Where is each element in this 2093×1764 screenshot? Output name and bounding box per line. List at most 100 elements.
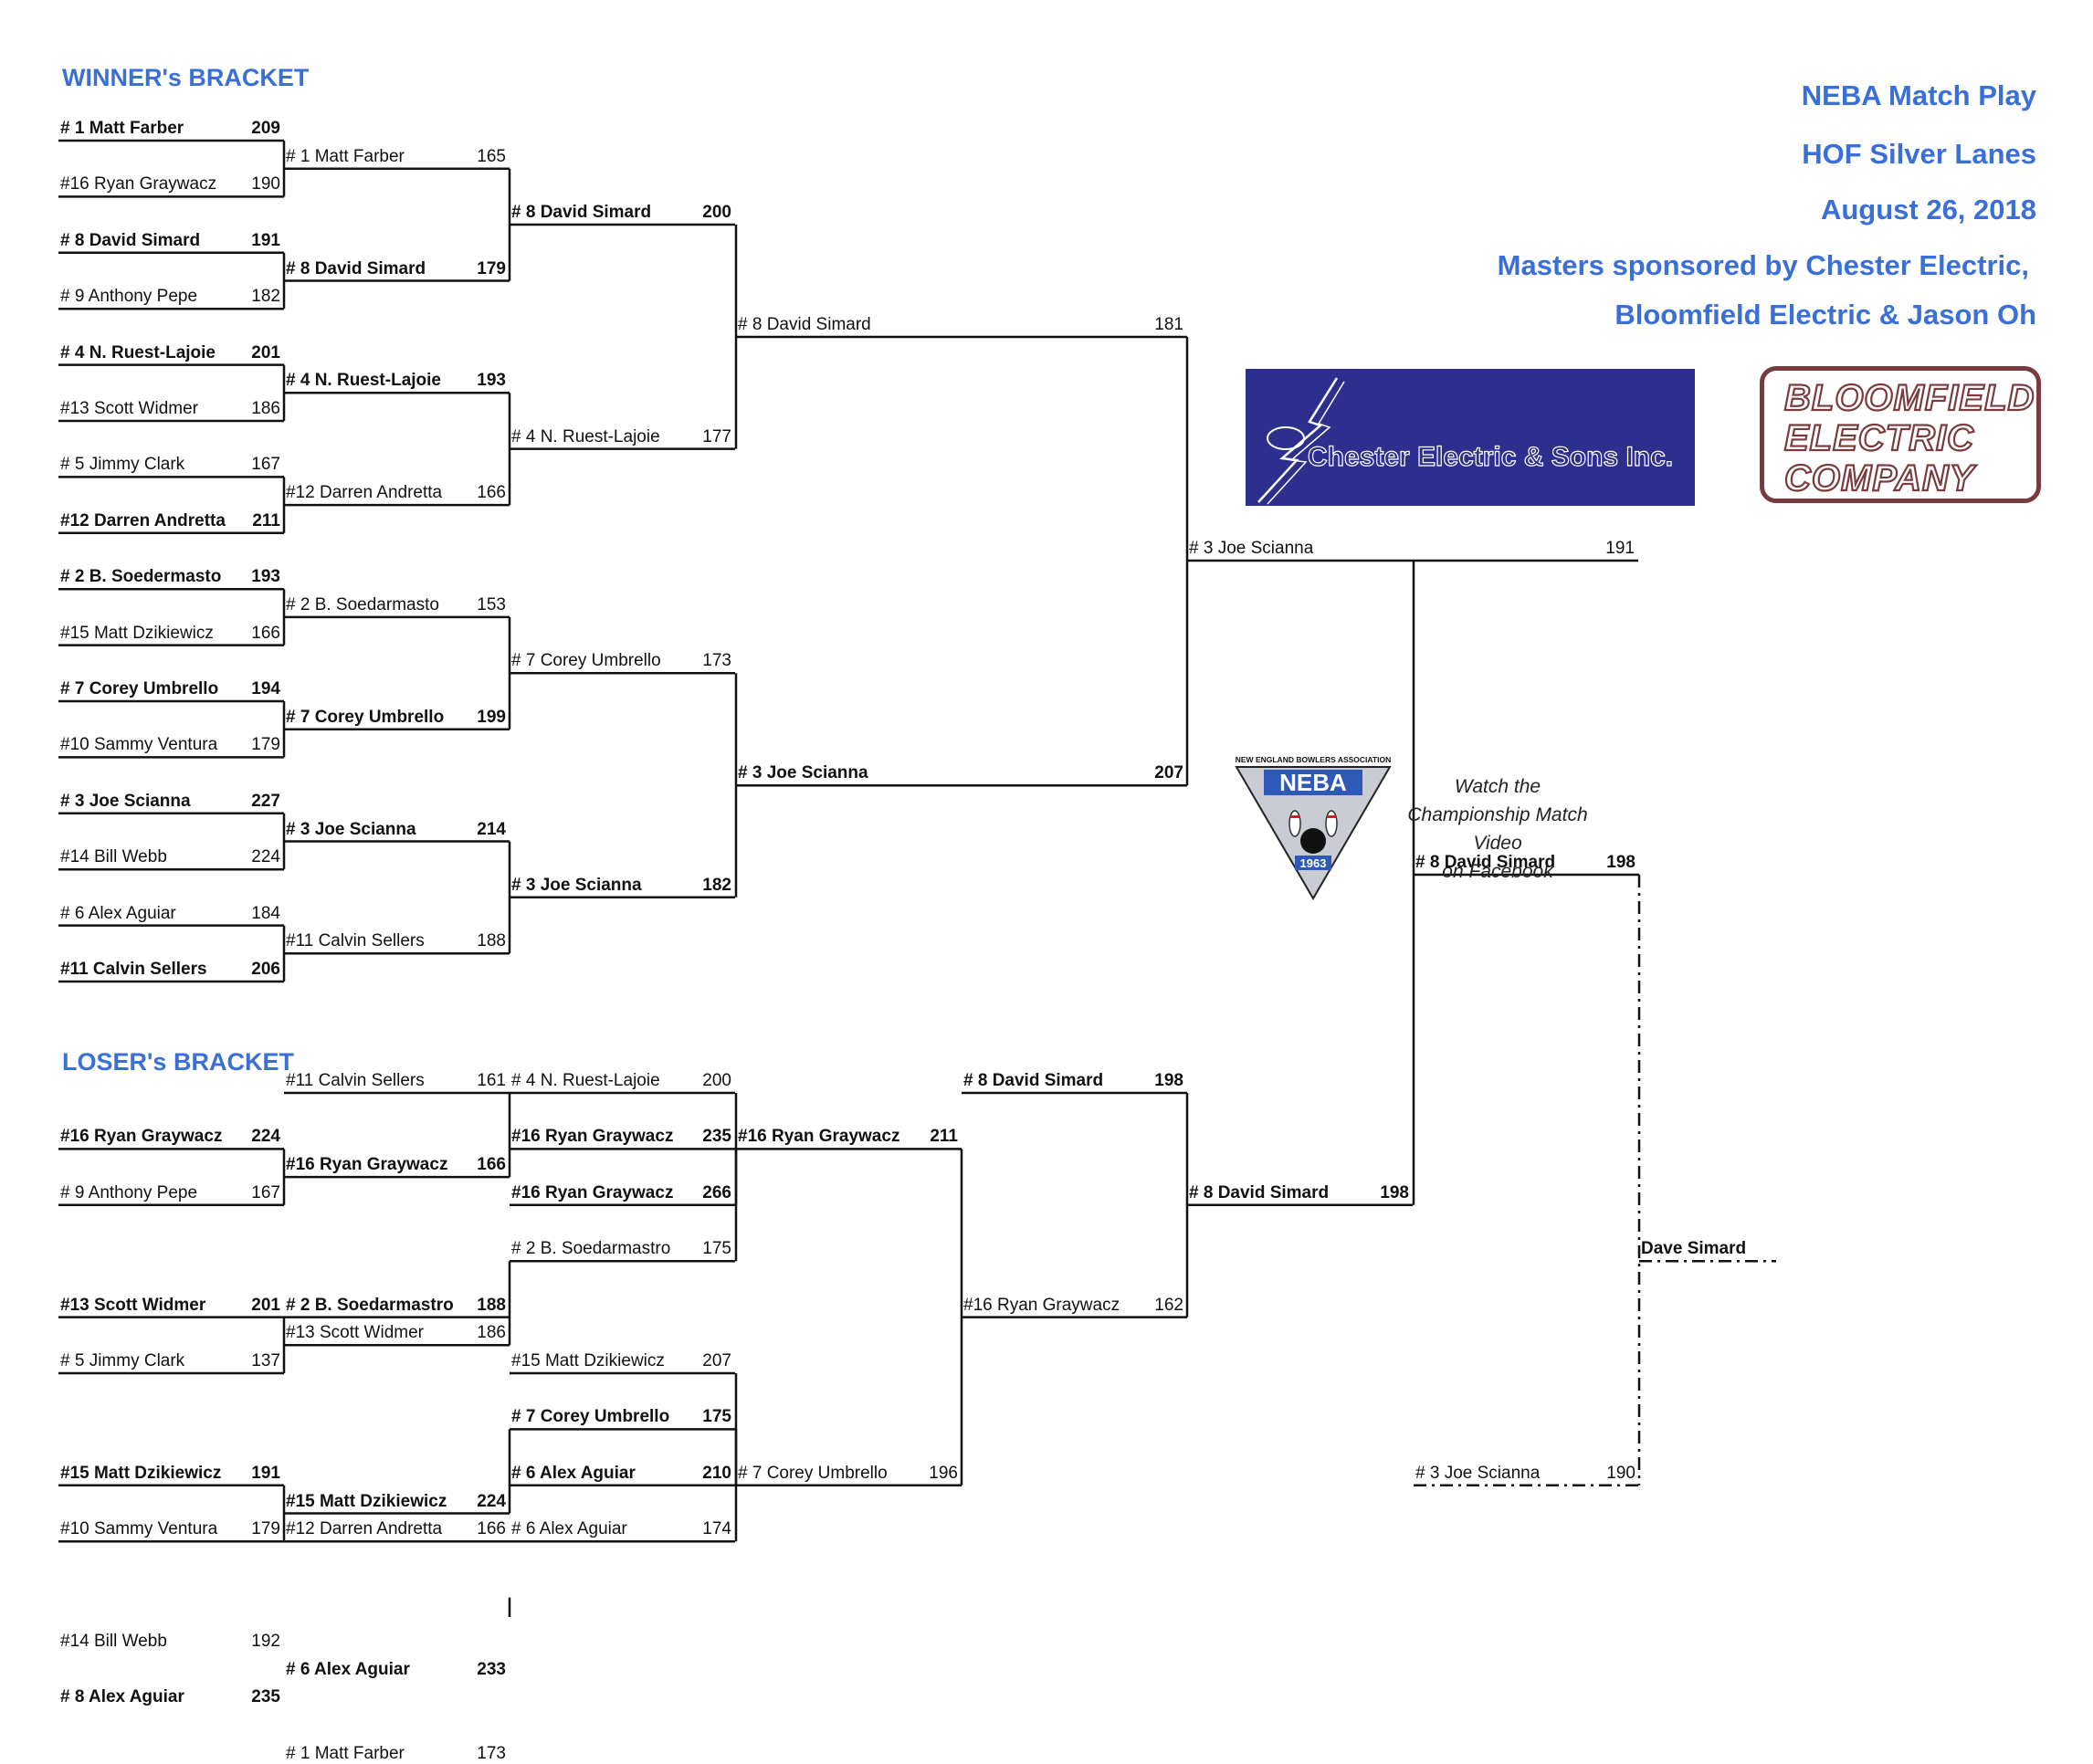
bowler-name: # 6 Alex Aguiar [60,903,176,923]
bowler-score: 173 [702,651,731,671]
bowler-name: # 2 B. Soedarmastro [511,1239,671,1259]
bowler-score: 188 [477,931,506,951]
bowler-score: 167 [251,455,280,475]
bowler-score: 196 [929,1463,958,1483]
facebook-note: Watch the Championship Match Video on Fa… [1397,772,1598,886]
bowler-score: 191 [1605,539,1635,558]
bowler-score: 186 [251,399,280,418]
chester-logo-text: Chester Electric & Sons Inc. [1307,441,1674,472]
bowler-name: # 3 Joe Scianna [286,819,416,839]
bowler-name: #10 Sammy Ventura [60,735,218,755]
bowler-name: # 7 Corey Umbrello [511,651,661,671]
bowler-name: # 8 David Simard [1415,853,1556,872]
bowler-score: 224 [251,847,280,867]
bloomfield-electric-logo: BLOOMFIELD ELECTRIC COMPANY [1760,366,2041,503]
bowler-score: 175 [702,1407,731,1427]
bowler-name: # 5 Jimmy Clark [60,455,185,475]
bowler-score: 207 [702,1351,731,1370]
winners-bracket-header: WINNER's BRACKET [62,64,310,91]
bowler-score: 233 [477,1659,506,1679]
bowler-name: # 8 Alex Aguiar [60,1687,184,1707]
bowler-score: 198 [1154,1071,1183,1090]
winners-r1-entry: #15 Matt Dzikiewicz 166 [58,622,284,644]
bowler-score: 198 [1606,853,1635,872]
bowler-name: #15 Matt Dzikiewicz [60,623,214,643]
neba-logo-text: NEBA [1279,769,1347,796]
facebook-note-line1: Watch the [1454,776,1541,797]
winners-r1-entry: # 5 Jimmy Clark 167 [58,453,284,475]
bowler-score: 211 [252,510,280,530]
winners-r2-entry: # 1 Matt Farber 165 [284,145,510,167]
bowler-score: 174 [702,1519,731,1539]
bowler-score: 165 [477,146,506,166]
bowler-score: 173 [477,1743,506,1763]
champion-entry: Dave Simard [1639,1237,1776,1259]
bowler-score: 166 [477,1155,506,1175]
losers-final-entry: # 8 David Simard 198 [1187,1181,1413,1203]
bowler-name: # 8 David Simard [1189,1182,1330,1202]
bowler-name: #12 Darren Andretta [286,1519,443,1539]
bowler-score: 166 [251,623,280,643]
bowler-name: # 4 N. Ruest-Lajoie [511,1071,660,1090]
bowler-name: # 6 Alex Aguiar [511,1463,636,1483]
winners-r2-entry: # 3 Joe Scianna 214 [284,818,510,840]
bowler-score: 179 [251,735,280,755]
bowler-name: #10 Sammy Ventura [60,1519,218,1539]
winners-r3-entry: # 3 Joe Scianna 182 [510,874,735,896]
bowler-score: 166 [477,483,506,503]
neba-logo: NEW ENGLAND BOWLERS ASSOCIATION NEBA 196… [1235,755,1392,900]
bowler-name: # 2 B. Soedermasto [60,567,222,587]
bowler-score: 179 [477,258,506,278]
lightning-icon [1257,377,1345,505]
bowler-name: # 9 Anthony Pepe [60,287,198,307]
bowler-name: # 8 David Simard [60,230,201,250]
bowler-name: # 6 Alex Aguiar [286,1659,410,1679]
bowler-name: # 4 N. Ruest-Lajoie [60,342,216,362]
bowler-score: 198 [1380,1182,1409,1202]
bowler-name: # 9 Anthony Pepe [60,1182,198,1202]
bowler-score: 182 [702,875,731,895]
bowler-name: # 3 Joe Scianna [1189,539,1314,558]
bowler-name: # 3 Joe Scianna [511,875,642,895]
bowler-name: #13 Scott Widmer [286,1323,424,1343]
bowler-score: 214 [477,819,506,839]
losers-dropin-entry: #12 Darren Andretta 166 [284,1517,510,1539]
bowler-score: 235 [702,1127,731,1147]
winners-r3-entry: # 7 Corey Umbrello 173 [510,649,735,671]
bowler-name: # 1 Matt Farber [286,146,405,166]
bowler-name: #16 Ryan Graywacz [511,1182,674,1202]
bowler-score: 166 [477,1519,506,1539]
bowler-name: #16 Ryan Graywacz [60,174,217,194]
winners-final-entry: # 3 Joe Scianna 191 [1187,537,1638,559]
winners-r1-entry: #10 Sammy Ventura 179 [58,733,284,755]
bowler-score: 201 [251,1295,280,1315]
bowler-name: #11 Calvin Sellers [60,960,207,979]
